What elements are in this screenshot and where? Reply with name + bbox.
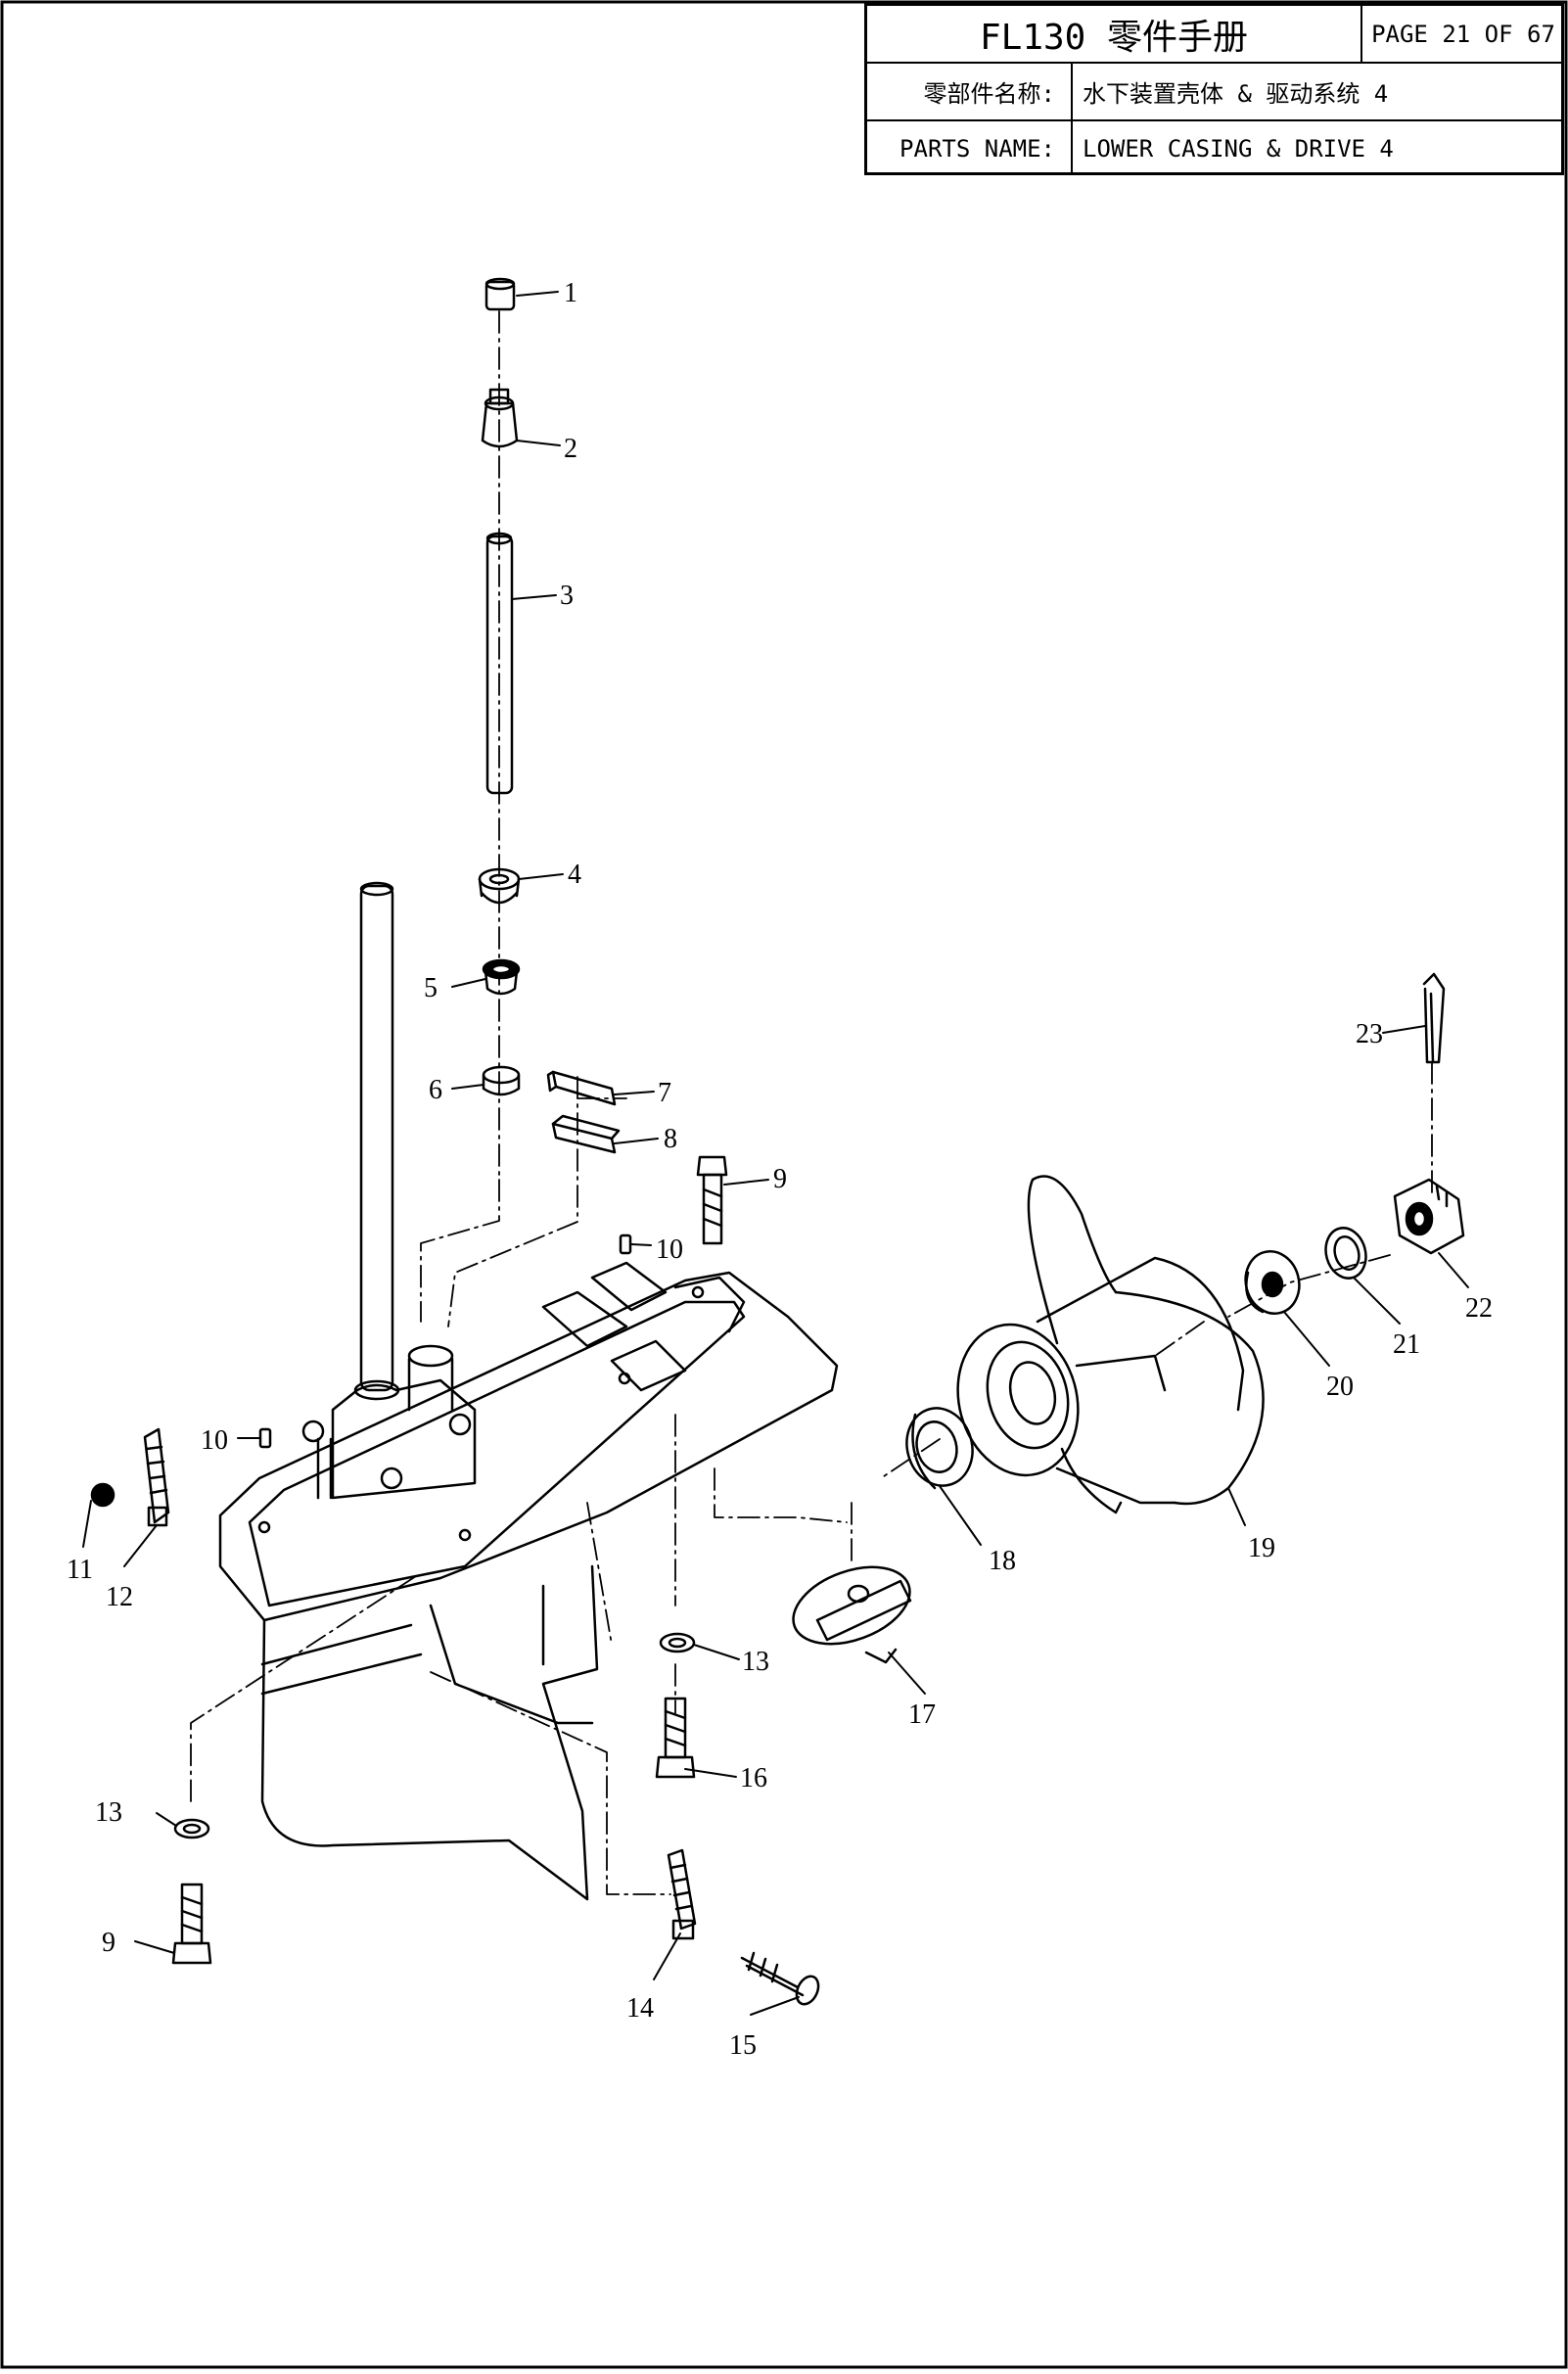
callout-11: 11 <box>67 1555 93 1585</box>
callout-1: 1 <box>564 278 577 308</box>
drive-shaft <box>359 881 394 1392</box>
callout-numbers: 1 2 3 4 5 6 7 8 9 10 10 11 12 13 13 14 1… <box>67 278 1493 2061</box>
lower-casing <box>218 1261 839 1901</box>
part-21-washer <box>1324 1227 1367 1280</box>
callout-9b: 9 <box>102 1928 115 1958</box>
cn-name-row: 零部件名称: 水下装置壳体 & 驱动系统 4 <box>867 64 1561 121</box>
callout-16: 16 <box>740 1763 767 1793</box>
part-11-plug <box>90 1482 115 1508</box>
part-14-anode <box>667 1848 697 1940</box>
part-13-washer <box>173 1632 696 1839</box>
part-5-bushing <box>482 958 521 996</box>
page-indicator: PAGE 21 OF 67 <box>1371 20 1555 48</box>
callout-10: 10 <box>656 1234 683 1265</box>
title-block: FL130 零件手册 PAGE 21 OF 67 零部件名称: 水下装置壳体 &… <box>864 3 1564 175</box>
callout-23: 23 <box>1356 1019 1383 1049</box>
part-17-trim-tab <box>792 1565 912 1664</box>
part-1-cap <box>484 277 516 311</box>
callout-4: 4 <box>568 860 581 890</box>
cn-parts-name-value: 水下装置壳体 & 驱动系统 4 <box>1083 80 1389 108</box>
callout-15: 15 <box>729 2030 757 2061</box>
callout-8: 8 <box>664 1124 677 1154</box>
en-name-row: PARTS NAME: LOWER CASING & DRIVE 4 <box>867 121 1561 175</box>
callout-20: 20 <box>1326 1372 1354 1402</box>
callout-7: 7 <box>658 1078 671 1108</box>
part-15-screw <box>740 1951 820 2006</box>
callout-9: 9 <box>773 1164 787 1194</box>
en-parts-name-value: LOWER CASING & DRIVE 4 <box>1083 134 1394 163</box>
part-9-bolt <box>696 1155 728 1245</box>
part-8-plate <box>551 1114 621 1154</box>
callout-18: 18 <box>989 1546 1016 1576</box>
part-23-cotter-pin <box>1422 972 1446 1064</box>
callout-22: 22 <box>1465 1293 1493 1324</box>
callout-13: 13 <box>742 1647 769 1677</box>
part-20-washer <box>1244 1250 1301 1315</box>
part-12-anode <box>143 1427 170 1527</box>
callout-13b: 13 <box>95 1797 122 1828</box>
callout-21: 21 <box>1393 1329 1420 1360</box>
manual-title: FL130 零件手册 <box>867 6 1362 62</box>
callout-2: 2 <box>564 434 577 464</box>
part-22-castle-nut <box>1393 1178 1465 1255</box>
callout-5: 5 <box>424 973 438 1003</box>
callout-17: 17 <box>908 1699 936 1730</box>
callout-3: 3 <box>560 581 574 611</box>
part-18-spacer <box>905 1407 974 1490</box>
part-9-bolt-lower <box>171 1883 212 1965</box>
water-pump-housing <box>301 1344 477 1500</box>
en-parts-name-label: PARTS NAME: <box>867 121 1073 175</box>
part-6-collar <box>482 1065 521 1096</box>
callout-6: 6 <box>429 1075 442 1105</box>
title-row: FL130 零件手册 PAGE 21 OF 67 <box>867 6 1561 64</box>
callout-14: 14 <box>626 1993 654 2024</box>
part-3-water-tube <box>485 532 514 795</box>
leader-lines <box>82 291 1469 2016</box>
callout-12: 12 <box>106 1582 133 1612</box>
assembly-lines <box>190 310 1433 1895</box>
part-16-bolt <box>655 1697 696 1779</box>
cn-parts-name-label: 零部件名称: <box>867 64 1073 119</box>
part-7-key <box>546 1070 617 1106</box>
part-19-propeller <box>956 1175 1265 1514</box>
callout-10b: 10 <box>201 1425 228 1456</box>
callout-19: 19 <box>1248 1533 1275 1563</box>
